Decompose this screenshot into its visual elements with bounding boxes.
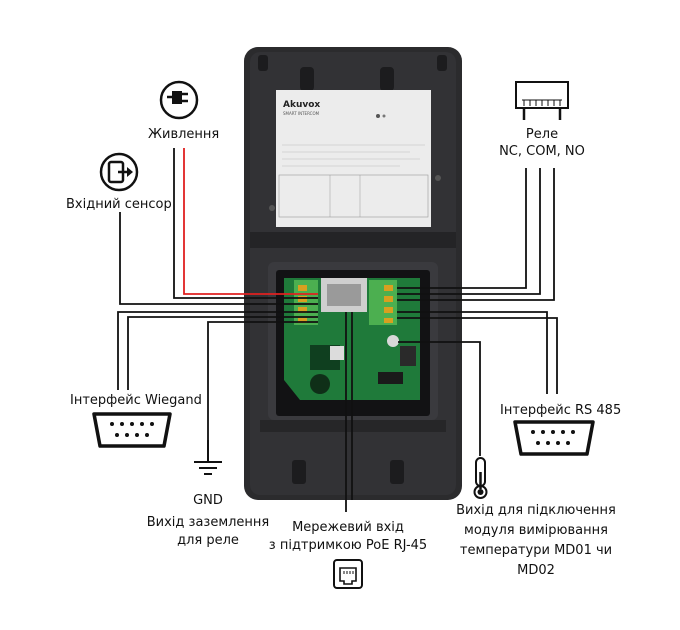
brand-logo: Akuvox bbox=[283, 100, 320, 110]
power-label: Живлення bbox=[148, 127, 220, 142]
product-label: Akuvox SMART INTERCOM bbox=[269, 90, 441, 227]
power-plug-icon bbox=[159, 80, 199, 120]
right-terminal-block bbox=[369, 280, 397, 325]
temp-label-line-2: модуля вимірювання bbox=[464, 523, 608, 538]
relay-terminal-icon bbox=[515, 81, 569, 120]
gnd-desc-line-2: для реле bbox=[177, 533, 239, 548]
power-wire-black bbox=[173, 148, 318, 299]
gnd-desc-line-1: Вихід заземлення bbox=[146, 515, 270, 530]
temp-label-line-3: температури MD01 чи bbox=[459, 543, 613, 558]
power-wire-red bbox=[183, 148, 318, 295]
rs485-label: Інтерфейс RS 485 bbox=[500, 403, 622, 418]
rs485-wire-2 bbox=[397, 317, 558, 394]
network-label-line-2: з підтримкою PoE RJ-45 bbox=[268, 538, 428, 553]
gnd-label: GND bbox=[193, 493, 223, 508]
ground-symbol-icon bbox=[194, 440, 222, 475]
brand-tagline: SMART INTERCOM bbox=[283, 111, 320, 116]
door-exit-icon bbox=[99, 152, 139, 192]
wiegand-db9-icon bbox=[92, 412, 172, 448]
relay-wire-nc bbox=[397, 168, 527, 289]
thermometer-icon bbox=[473, 457, 488, 499]
relay-title-label: Реле bbox=[525, 127, 559, 142]
relay-contacts-label: NC, COM, NO bbox=[499, 144, 585, 159]
intercom-device: Akuvox SMART INTERCOM bbox=[244, 47, 462, 500]
input-sensor-wire bbox=[119, 212, 318, 305]
left-terminal-block bbox=[294, 280, 318, 325]
relay-wire-no bbox=[397, 168, 555, 301]
rs485-wire-1 bbox=[397, 311, 548, 394]
network-label-line-1: Мережевий вхід bbox=[292, 520, 404, 535]
wiegand-wire-2 bbox=[127, 316, 318, 390]
wiegand-wire-1 bbox=[117, 311, 318, 390]
wiegand-label: Інтерфейс Wiegand bbox=[70, 393, 202, 408]
rs485-db9-icon bbox=[513, 420, 595, 456]
temp-label-line-4: MD02 bbox=[517, 563, 555, 578]
temp-label-line-1: Вихід для підключення bbox=[456, 503, 616, 518]
rj45-port-icon bbox=[333, 559, 363, 589]
wires bbox=[117, 148, 558, 512]
gnd-wire bbox=[207, 321, 318, 440]
relay-wire-com bbox=[397, 168, 541, 295]
temp-wire bbox=[398, 341, 481, 456]
input-sensor-label: Вхідний сенсор bbox=[66, 197, 172, 212]
rj45-socket bbox=[321, 278, 367, 312]
